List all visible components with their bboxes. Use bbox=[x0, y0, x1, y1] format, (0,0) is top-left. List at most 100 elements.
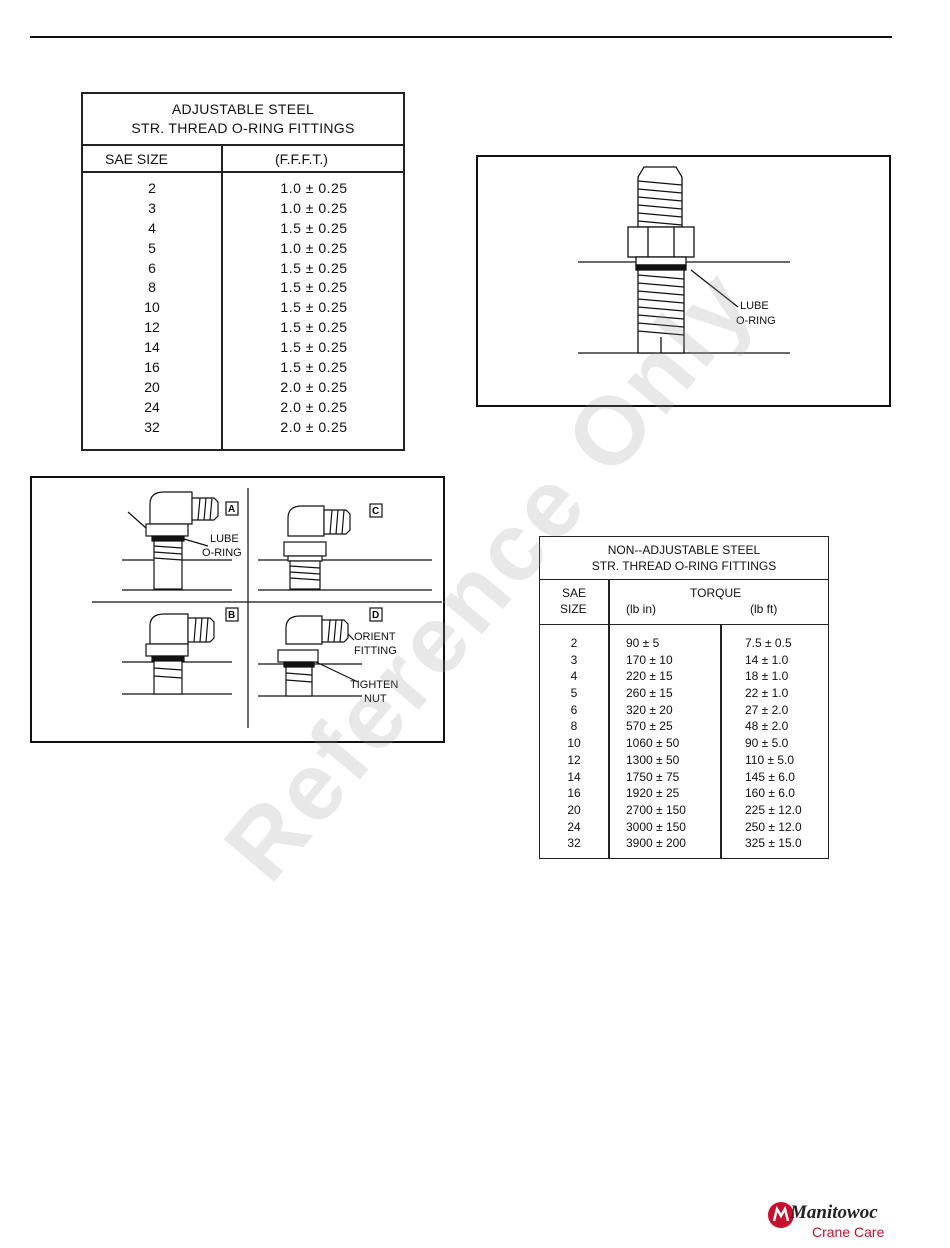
table-row: 24 3000 ± 150 250 ± 12.0 bbox=[540, 820, 828, 837]
sae-size-cell: 14 bbox=[567, 769, 581, 784]
o-ring-label: O-RING bbox=[202, 547, 242, 559]
torque-lb-ft-cell: 22 ± 1.0 bbox=[745, 686, 789, 701]
header-rule bbox=[30, 36, 892, 38]
table-row: 3 1.0 ± 0.25 bbox=[83, 200, 403, 220]
table-row: 2 1.0 ± 0.25 bbox=[83, 180, 403, 200]
table-title-line1: ADJUSTABLE STEEL bbox=[171, 101, 315, 117]
sae-size-cell: 6 bbox=[570, 702, 578, 717]
column-divider bbox=[221, 146, 223, 451]
torque-lb-ft-cell: 160 ± 6.0 bbox=[745, 786, 795, 801]
adjustable-fitting-steps-figure: A C B D LUBE O-RING ORIENT FITTING TIGHT… bbox=[30, 476, 445, 743]
table-row: 16 1920 ± 25 160 ± 6.0 bbox=[540, 786, 828, 803]
table-header: SAE SIZE (F.F.F.T.) bbox=[83, 146, 403, 173]
torque-lb-in-cell: 3900 ± 200 bbox=[626, 836, 686, 851]
table-row: 14 1750 ± 75 145 ± 6.0 bbox=[540, 770, 828, 787]
panel-d-label: D bbox=[372, 610, 379, 621]
ffft-cell: 1.5 ± 0.25 bbox=[280, 339, 348, 356]
table-title-line2: STR. THREAD O-RING FITTINGS bbox=[131, 120, 355, 136]
ffft-cell: 1.5 ± 0.25 bbox=[280, 359, 348, 376]
sae-size-cell: 24 bbox=[144, 398, 160, 415]
torque-lb-ft-cell: 325 ± 15.0 bbox=[745, 836, 802, 851]
sae-size-cell: 6 bbox=[148, 259, 156, 276]
torque-lb-in-cell: 90 ± 5 bbox=[626, 636, 660, 650]
table-row: 5 260 ± 15 22 ± 1.0 bbox=[540, 686, 828, 703]
torque-lb-in-cell: 3000 ± 150 bbox=[626, 819, 686, 834]
table-title: NON--ADJUSTABLE STEEL STR. THREAD O-RING… bbox=[540, 537, 828, 580]
fitting-label: FITTING bbox=[354, 645, 397, 657]
sae-size-cell: 24 bbox=[567, 819, 581, 834]
logo-name: Manitowoc bbox=[790, 1202, 878, 1223]
table-header: SAE SIZE TORQUE (lb in) (lb ft) bbox=[540, 580, 828, 625]
torque-lb-in-cell: 320 ± 20 bbox=[626, 702, 673, 717]
sae-size-cell: 16 bbox=[567, 786, 581, 801]
sae-size-cell: 2 bbox=[570, 636, 578, 650]
torque-lb-ft-cell: 225 ± 12.0 bbox=[745, 802, 802, 817]
sae-size-cell: 2 bbox=[148, 180, 156, 196]
o-ring-label: O-RING bbox=[736, 315, 776, 327]
torque-lb-in-cell: 1750 ± 75 bbox=[626, 769, 680, 784]
ffft-cell: 1.5 ± 0.25 bbox=[280, 299, 348, 316]
sae-size-cell: 4 bbox=[148, 219, 156, 236]
torque-lb-ft-cell: 145 ± 6.0 bbox=[745, 769, 795, 784]
sae-size-cell: 32 bbox=[144, 418, 160, 435]
torque-lb-ft-cell: 7.5 ± 0.5 bbox=[745, 636, 792, 650]
sae-size-cell: 5 bbox=[570, 686, 578, 701]
sae-size-cell: 8 bbox=[148, 279, 156, 296]
orient-label: ORIENT bbox=[354, 631, 396, 643]
column-header-sae: SAE bbox=[562, 586, 587, 600]
fitting-lube-figure: LUBE O-RING bbox=[476, 155, 891, 407]
sae-size-cell: 5 bbox=[148, 239, 156, 256]
column-header-lb-in: (lb in) bbox=[626, 602, 657, 616]
sae-size-cell: 14 bbox=[144, 339, 160, 356]
sae-size-cell: 10 bbox=[144, 299, 160, 316]
torque-lb-ft-cell: 110 ± 5.0 bbox=[745, 752, 795, 767]
logo-mark-icon bbox=[768, 1202, 794, 1228]
torque-lb-ft-cell: 18 ± 1.0 bbox=[745, 669, 789, 684]
torque-lb-in-cell: 260 ± 15 bbox=[626, 686, 673, 701]
panel-a-label: A bbox=[228, 504, 235, 515]
ffft-cell: 1.0 ± 0.25 bbox=[280, 180, 348, 196]
panel-c-label: C bbox=[372, 506, 379, 517]
column-header-sae-size: SAE SIZE bbox=[105, 151, 169, 167]
ffft-cell: 1.5 ± 0.25 bbox=[280, 319, 348, 336]
torque-lb-ft-cell: 14 ± 1.0 bbox=[745, 652, 789, 667]
column-header-size: SIZE bbox=[560, 602, 587, 616]
lube-label: LUBE bbox=[210, 533, 239, 545]
fitting-illustration: LUBE O-RING bbox=[578, 166, 790, 354]
lube-label: LUBE bbox=[740, 300, 769, 312]
torque-lb-in-cell: 1920 ± 25 bbox=[626, 786, 680, 801]
sae-size-cell: 4 bbox=[570, 669, 578, 684]
sae-size-cell: 20 bbox=[144, 378, 160, 395]
torque-lb-in-cell: 1060 ± 50 bbox=[626, 736, 680, 751]
torque-lb-in-cell: 1300 ± 50 bbox=[626, 752, 680, 767]
ffft-cell: 2.0 ± 0.25 bbox=[280, 378, 348, 395]
nut-label: NUT bbox=[364, 693, 387, 705]
sae-size-cell: 3 bbox=[148, 199, 156, 216]
column-divider bbox=[720, 625, 722, 858]
non-adjustable-fittings-table: NON--ADJUSTABLE STEEL STR. THREAD O-RING… bbox=[539, 536, 829, 859]
torque-lb-in-cell: 2700 ± 150 bbox=[626, 802, 686, 817]
table-title: ADJUSTABLE STEEL STR. THREAD O-RING FITT… bbox=[83, 94, 403, 146]
panel-b-label: B bbox=[228, 610, 235, 621]
column-header-torque: TORQUE bbox=[690, 586, 742, 600]
adjustable-fittings-table: ADJUSTABLE STEEL STR. THREAD O-RING FITT… bbox=[81, 92, 405, 451]
column-header-ffft: (F.F.F.T.) bbox=[275, 151, 328, 167]
ffft-cell: 1.0 ± 0.25 bbox=[280, 199, 348, 216]
manitowoc-logo: Manitowoc Crane Care bbox=[766, 1200, 896, 1244]
torque-lb-ft-cell: 250 ± 12.0 bbox=[745, 819, 802, 834]
column-divider bbox=[608, 580, 610, 858]
